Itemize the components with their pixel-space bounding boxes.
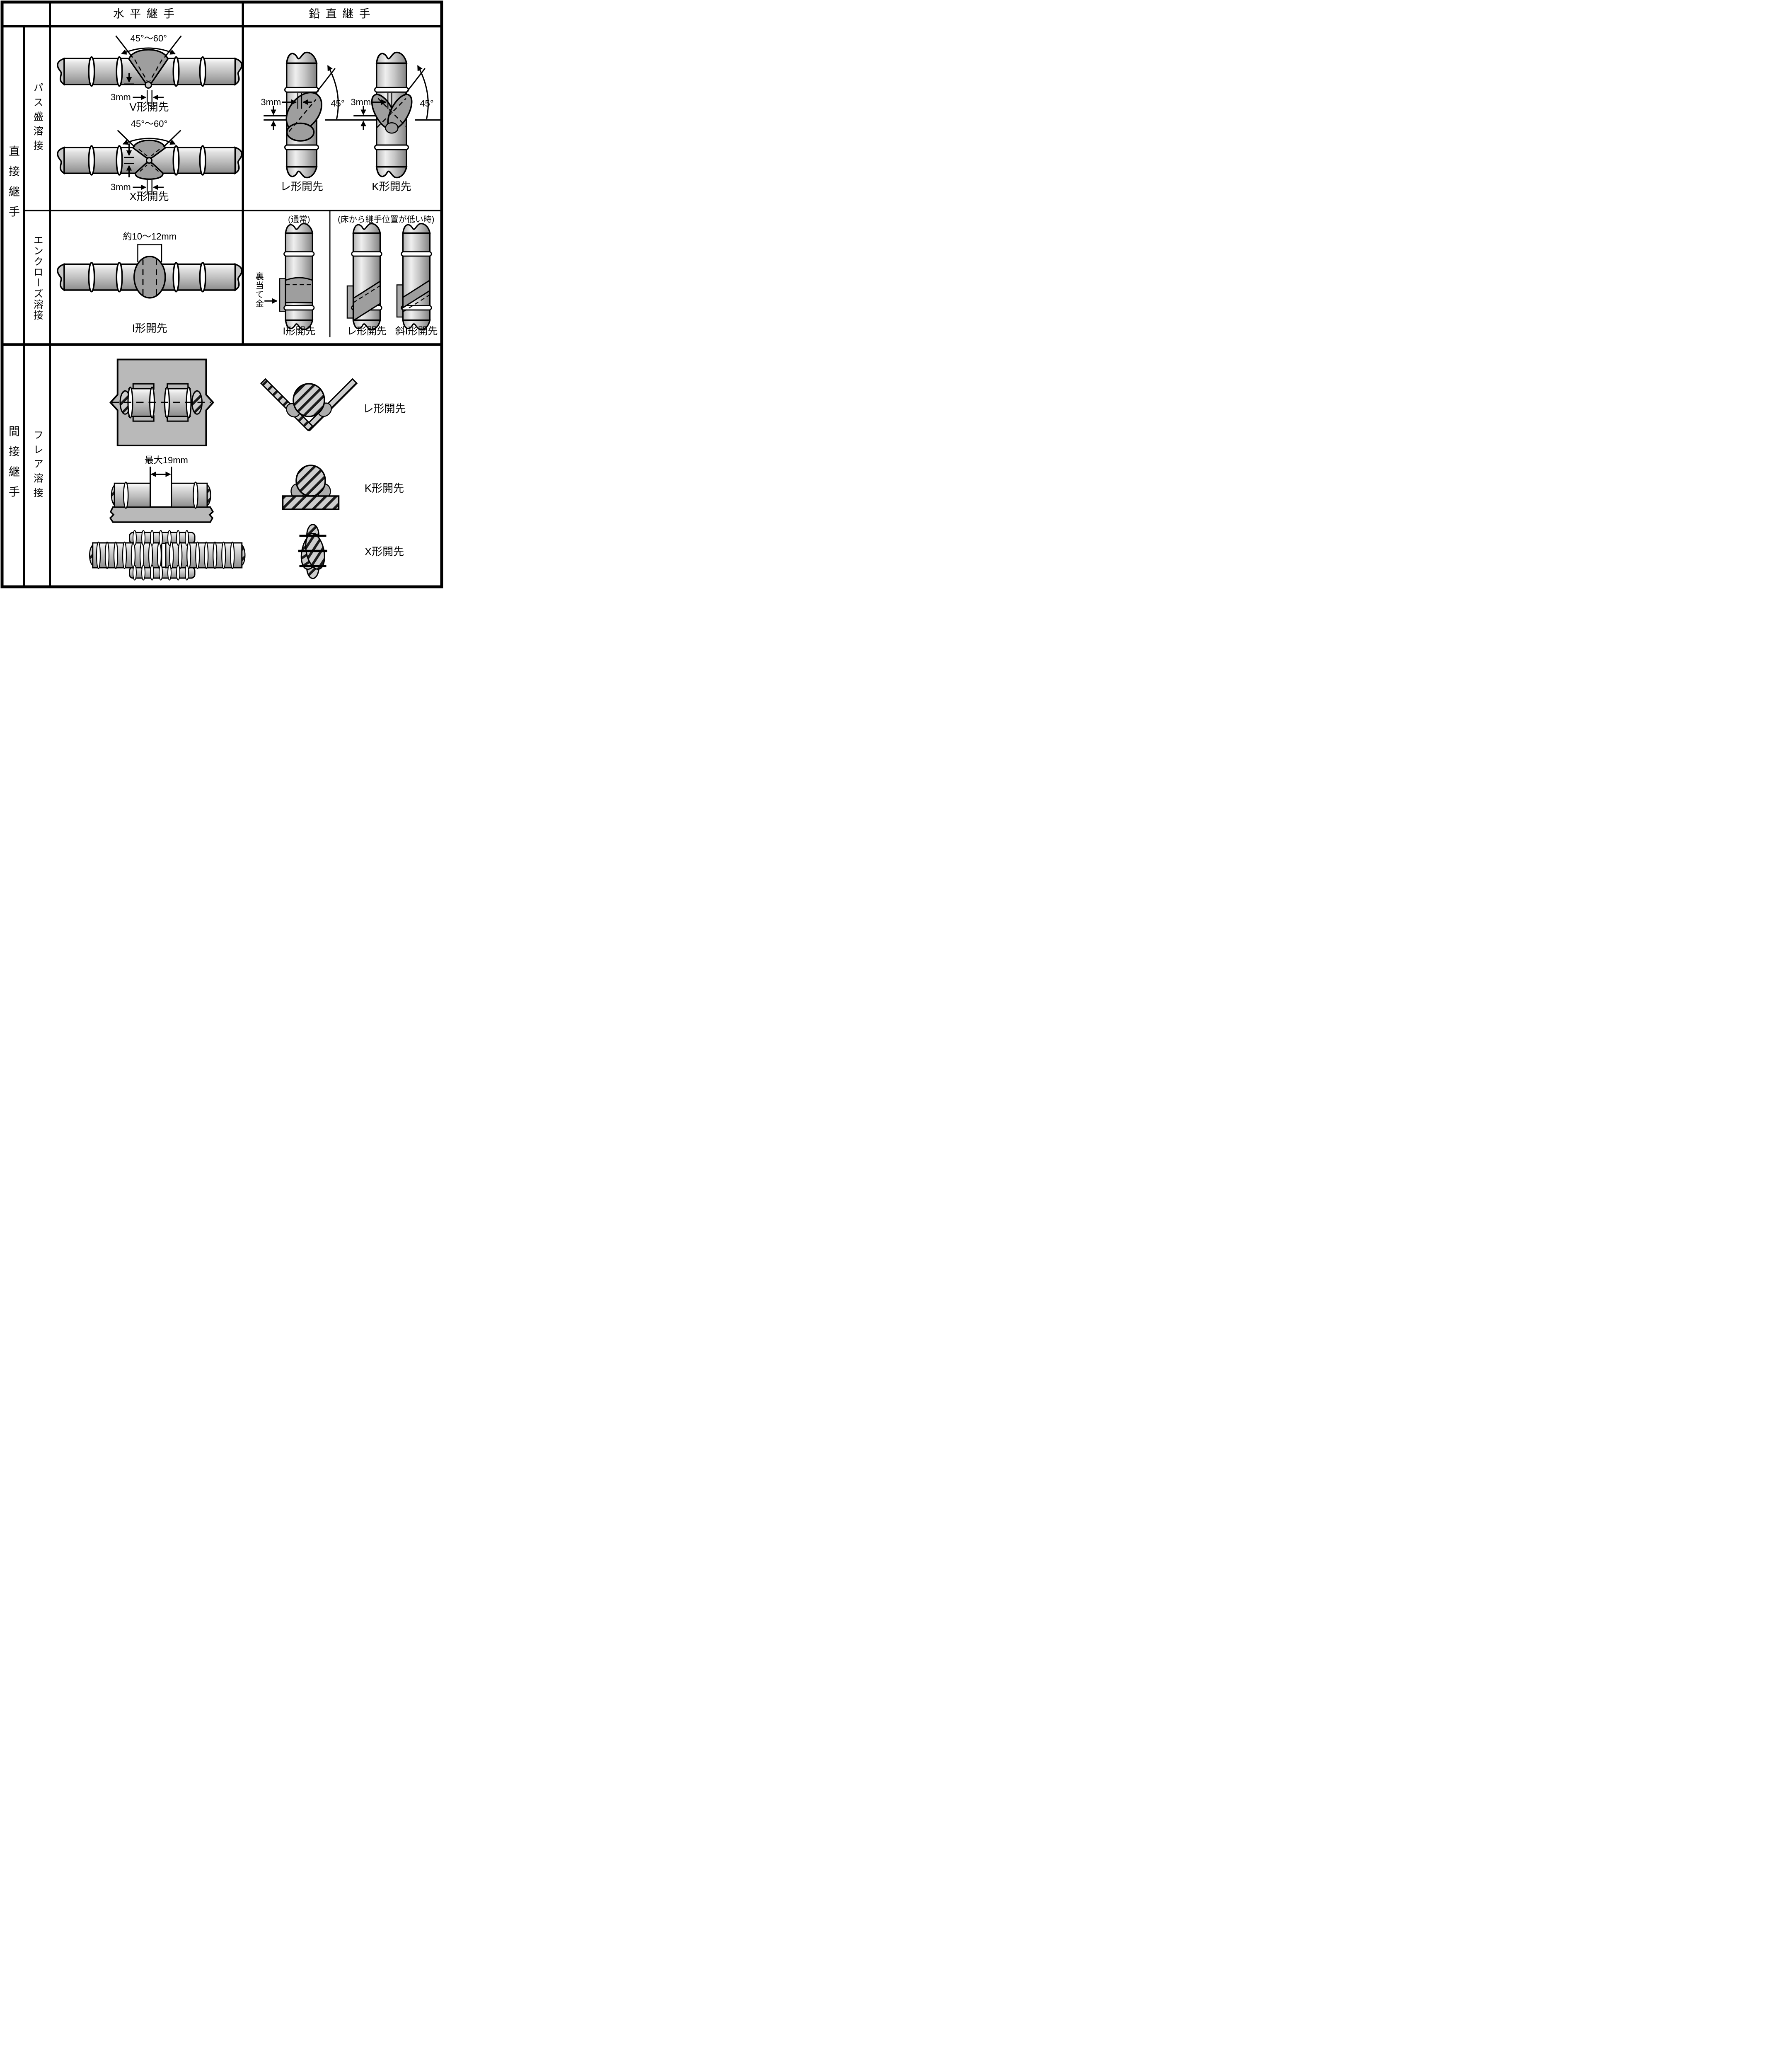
x-groove-name-label: X形開先 [129, 190, 169, 203]
diagram-graphics [0, 0, 443, 588]
welding-joint-table: 水平継手 鉛直継手 直接継手 パス盛溶接 エンクローズ溶接 間接継手 フレア溶接… [0, 0, 444, 589]
backing-strip-label: 裏当て金 [254, 272, 264, 308]
row-method-enclose-welding: エンクローズ溶接 [31, 235, 43, 321]
x-groove-angle-label: 45°〜60° [131, 119, 168, 129]
flare-re-name-label: レ形開先 [363, 402, 406, 415]
row-method-flare-welding: フレア溶接 [31, 429, 43, 502]
x-groove-gap-label: 3mm [110, 182, 131, 192]
enclose-i-groove-name-label: I形開先 [132, 322, 167, 334]
k-groove-gap-label: 3mm [351, 97, 371, 107]
i-groove-horizontal-diagram [57, 244, 243, 299]
flare-plate-diagram [109, 358, 215, 446]
flare-gap-label: 最大19mm [144, 455, 188, 465]
re-groove-gap-label: 3mm [261, 97, 281, 107]
flare-x-name-label: X形開先 [364, 545, 404, 558]
table-grid [0, 0, 443, 588]
re-groove-angle-label: 45° [331, 98, 345, 109]
flare-k-name-label: K形開先 [364, 482, 404, 494]
flare-max19-diagram [109, 467, 214, 523]
v-groove-diagram [57, 35, 243, 105]
re-groove-diagram [264, 51, 355, 179]
flare-lap-diagram [89, 530, 246, 581]
v-groove-angle-label: 45°〜60° [130, 33, 167, 44]
k-groove-angle-label: 45° [420, 98, 434, 109]
row-group-indirect-joint: 間接継手 [7, 425, 19, 506]
re-groove-name-label: レ形開先 [280, 180, 324, 193]
k-groove-diagram [353, 51, 440, 179]
row-group-direct-joint: 直接継手 [7, 145, 19, 226]
x-groove-diagram [57, 130, 243, 195]
enclose-vertical-re-name-label: レ形開先 [347, 326, 387, 337]
condition-normal-label: (通常) [288, 215, 310, 224]
v-groove-gap-label: 3mm [110, 92, 131, 102]
enclose-gap-label: 約10〜12mm [123, 231, 177, 242]
col-header-horizontal-joint: 水平継手 [113, 7, 180, 20]
col-header-vertical-joint: 鉛直継手 [309, 7, 376, 20]
flare-k-diagram [282, 465, 340, 510]
enclose-vertical-i-name-label: I形開先 [283, 326, 316, 337]
flare-re-diagram [260, 378, 358, 431]
enclose-vertical-slant-i-name-label: 斜I形開先 [395, 326, 438, 337]
enclose-vertical-diagrams [264, 223, 432, 330]
row-method-pass-welding: パス盛溶接 [31, 82, 43, 155]
condition-low-position-label: (床から継手位置が低い時) [338, 215, 435, 224]
k-groove-name-label: K形開先 [372, 180, 411, 193]
v-groove-name-label: V形開先 [129, 101, 169, 113]
flare-x-diagram [298, 524, 327, 579]
